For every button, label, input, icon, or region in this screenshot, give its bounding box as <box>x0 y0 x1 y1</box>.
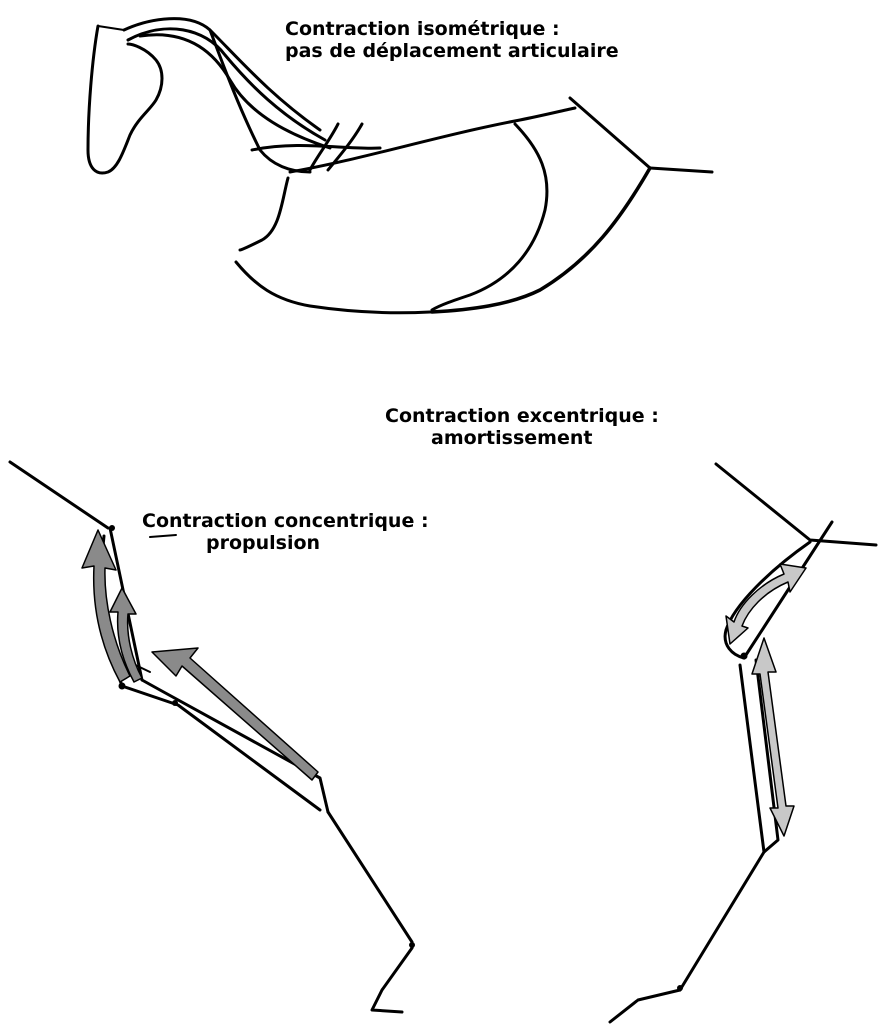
isometric-caption-desc: pas de déplacement articulaire <box>285 40 619 62</box>
concentric-caption: Contraction concentrique : propulsion <box>142 510 429 554</box>
horse-jaw <box>98 26 124 30</box>
eccentric-leg-sketch <box>610 464 876 1022</box>
hindquarter-curve <box>432 124 547 310</box>
eccentric-cannon <box>680 852 764 990</box>
eccentric-thigh-front <box>725 542 810 658</box>
concentric-caption-title: Contraction concentrique : <box>142 510 429 532</box>
shoulder-line <box>252 145 380 150</box>
horse-head <box>88 26 162 173</box>
isometric-caption: Contraction isométrique : pas de déplace… <box>285 18 619 62</box>
concentric-caption-desc: propulsion <box>142 532 429 554</box>
eccentric-croup-line <box>716 464 876 545</box>
eccentric-caption-desc: amortissement <box>385 427 659 449</box>
eccentric-fetlock-joint <box>677 985 683 991</box>
concentric-croup-line <box>10 462 108 528</box>
concentric-arrow-gaskin <box>152 648 318 780</box>
eccentric-stifle-joint <box>741 653 748 660</box>
horse-croup <box>570 98 712 172</box>
concentric-hip-joint <box>109 525 115 531</box>
horse-belly <box>236 262 430 313</box>
concentric-stifle-joint <box>119 683 126 690</box>
eccentric-caption: Contraction excentrique : amortissement <box>385 405 659 449</box>
concentric-pastern <box>372 948 412 1012</box>
horse-back-line <box>290 108 575 172</box>
concentric-fetlock-joint <box>409 942 415 948</box>
eccentric-pastern <box>610 990 680 1022</box>
chest-curve <box>240 178 288 250</box>
concentric-hock-joint <box>172 700 178 706</box>
concentric-cannon <box>328 812 412 942</box>
eccentric-caption-title: Contraction excentrique : <box>385 405 659 427</box>
horse-torso-sketch <box>88 19 712 313</box>
isometric-caption-title: Contraction isométrique : <box>285 18 619 40</box>
thigh-line <box>432 168 650 312</box>
